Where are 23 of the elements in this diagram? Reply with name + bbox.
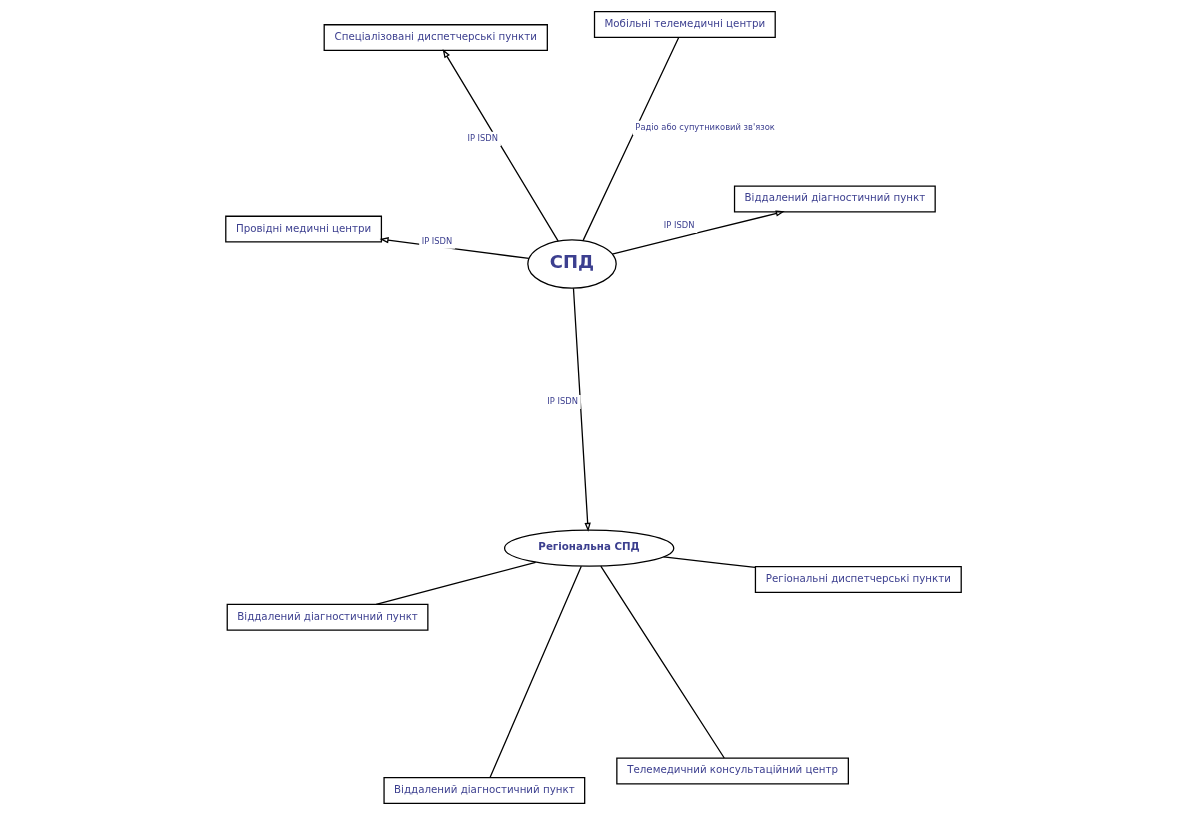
arrow: [611, 209, 785, 255]
connector: [375, 561, 537, 605]
node-box: Віддалений діагностичний пункт: [733, 184, 936, 212]
node-box: Регіональні диспетчерські пункти: [754, 565, 962, 593]
node-box: Віддалений діагностичний пункт: [226, 603, 429, 631]
edge-label: IP ISDN: [467, 132, 499, 143]
node-ellipse: Регіональна СПД: [503, 528, 675, 567]
connector: [489, 565, 582, 778]
arrow: [572, 287, 591, 532]
connector: [582, 36, 680, 241]
node-box: Провідні медичні центри: [225, 215, 383, 243]
edge-label: IP ISDN: [547, 395, 578, 406]
node-box: Мобільні телемедичні центри: [593, 10, 776, 38]
node-ellipse: СПД: [527, 238, 617, 289]
node-box: Телемедичний консультаційний центр: [616, 756, 849, 784]
edge-label: IP ISDN: [421, 235, 453, 246]
arrow: [442, 48, 559, 242]
connector: [600, 565, 725, 759]
node-box: Спеціалізовані диспетчерські пункти: [323, 23, 548, 51]
edge-label: IP ISDN: [663, 219, 695, 230]
edge-label: Радіо або супутниковий зв'язок: [635, 121, 775, 132]
connector: [662, 555, 756, 568]
node-box: Віддалений діагностичний пункт: [383, 776, 586, 804]
